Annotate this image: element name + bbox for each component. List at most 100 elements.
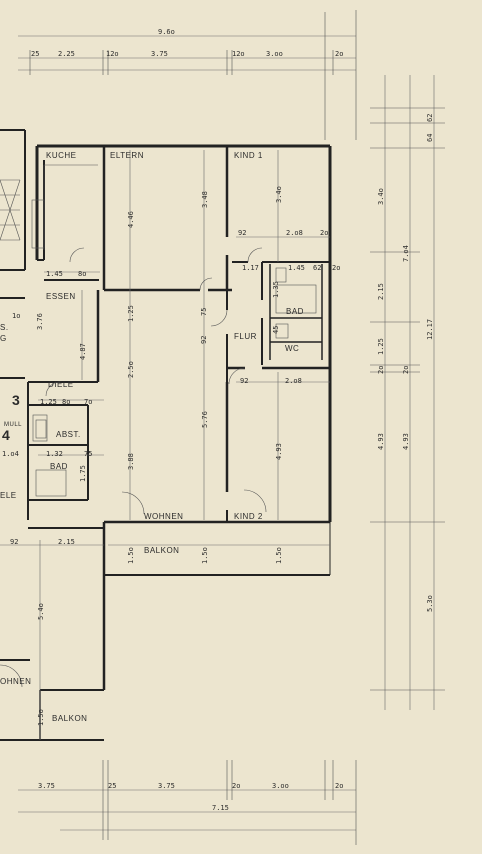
- dim-w8ob: 8o: [62, 398, 70, 406]
- dim-right-h: 2o: [377, 366, 385, 374]
- dim-h92: 92: [200, 336, 208, 344]
- dim-top-total: 9.6o: [158, 28, 175, 36]
- dim-h175: 1.75: [79, 465, 87, 482]
- dim-h15oa: 1.5o: [127, 547, 135, 564]
- dim-w75: 75: [84, 450, 92, 458]
- dim-w2ob: 2o: [332, 264, 340, 272]
- dim-h25o: 2.5o: [127, 361, 135, 378]
- door-swing-wohnen-balkon: [121, 491, 145, 515]
- room-label-balkon: BALKON: [144, 546, 179, 555]
- dim-w1o: 1o: [12, 312, 20, 320]
- door-swing-kind2: [243, 489, 267, 513]
- dim-bottom-1: 3.75: [38, 782, 55, 790]
- room-label-bad-main: BAD: [286, 307, 304, 316]
- dim-top-4: 3.75: [151, 50, 168, 58]
- dim-w8o: 8o: [78, 270, 86, 278]
- door-swing-diele: [45, 381, 61, 397]
- dim-bottom-3: 3.75: [158, 782, 175, 790]
- dim-w215: 2.15: [58, 538, 75, 546]
- dim-w2oa: 2o: [320, 229, 328, 237]
- dim-kueche-h: 4.46: [127, 211, 135, 228]
- room-label-kind2: KIND 2: [234, 512, 263, 521]
- door-swing-flur: [210, 309, 228, 327]
- bottom-dimension-chain: 3.75 25 3.75 2o 3.oo 2o 7.15: [18, 760, 357, 845]
- dim-w92c: 92: [10, 538, 18, 546]
- dim-top-1: 25: [31, 50, 39, 58]
- room-label-muell: MULL: [4, 422, 22, 428]
- dim-right-k: 4.93: [402, 433, 410, 450]
- dim-right-i: 2o: [402, 366, 410, 374]
- dim-right-b: 64: [426, 134, 434, 142]
- dim-h75: 75: [200, 308, 208, 316]
- dim-w62: 62: [313, 264, 321, 272]
- dim-w92b: 92: [240, 377, 248, 385]
- top-dimension-chain: 9.6o 25 2.25 12o 3.75 12o 3.oo 2o: [18, 10, 357, 140]
- right-dimension-chain: 62 64 3.4o 7.o4 2.15 12.17 1.25 2o 2o 4.…: [370, 75, 445, 710]
- room-label-partial-s: S.: [0, 323, 9, 332]
- room-label-kueche: KUCHE: [46, 151, 77, 160]
- room-label-wohnen-left: OHNEN: [0, 677, 31, 686]
- room-label-wc: WC: [285, 344, 299, 353]
- kitchen-counter: [31, 199, 45, 249]
- dim-top-5: 12o: [232, 50, 245, 58]
- dim-h45: 45: [272, 326, 280, 334]
- room-label-abst: ABST.: [56, 430, 81, 439]
- dim-h376: 3.76: [36, 313, 44, 330]
- room-labels: KUCHE ELTERN KIND 1 ESSEN BAD FLUR WC DI…: [0, 151, 304, 723]
- walls: [0, 129, 332, 741]
- door-swing-left-wohnen: [0, 664, 23, 688]
- dim-w145a: 1.45: [288, 264, 305, 272]
- dim-h125a: 1.25: [127, 305, 135, 322]
- dim-w208a: 2.o8: [286, 229, 303, 237]
- dim-h54o: 5.4o: [37, 603, 45, 620]
- dim-w145b: 1.45: [46, 270, 63, 278]
- dim-kind1-h: 3.4o: [275, 186, 283, 203]
- room-label-partial-g: G: [0, 334, 7, 343]
- door-swing-eltern: [199, 277, 213, 291]
- dim-w125: 1.25: [40, 398, 57, 406]
- dim-w117: 1.17: [242, 264, 259, 272]
- dim-w1o4: 1.o4: [2, 450, 19, 458]
- room-label-eltern: ELTERN: [110, 151, 144, 160]
- stair-icon: [0, 179, 21, 241]
- dim-right-l: 5.3o: [426, 595, 434, 612]
- dim-top-2: 2.25: [58, 50, 75, 58]
- dim-right-c: 3.4o: [377, 188, 385, 205]
- washbasin-icon: [35, 419, 47, 439]
- interior-guides: [0, 150, 330, 740]
- dim-right-d: 7.o4: [402, 245, 410, 262]
- dim-right-g: 1.25: [377, 338, 385, 355]
- dim-h388: 3.88: [127, 453, 135, 470]
- dim-h576: 5.76: [201, 411, 209, 428]
- dim-h15oc: 1.5o: [275, 547, 283, 564]
- dim-h15od: 1.5o: [37, 709, 45, 726]
- dim-bottom-6: 2o: [335, 782, 343, 790]
- room-label-wohnen: WOHNEN: [144, 512, 183, 521]
- dim-right-e: 2.15: [377, 283, 385, 300]
- dim-h15ob: 1.5o: [201, 547, 209, 564]
- dim-bottom-2: 25: [108, 782, 116, 790]
- door-swing-kind1: [247, 247, 263, 263]
- left-bathtub-icon: [35, 469, 67, 497]
- dim-bottom-total: 7.15: [212, 804, 229, 812]
- dim-top-3: 12o: [106, 50, 119, 58]
- room-label-balkon-left: BALKON: [52, 714, 87, 723]
- dim-h493: 4.93: [275, 443, 283, 460]
- dim-right-j: 4.93: [377, 433, 385, 450]
- dim-bottom-4: 2o: [232, 782, 240, 790]
- dim-right-f: 12.17: [426, 319, 434, 340]
- mull-bin-icon: [32, 414, 48, 442]
- interior-dimensions: 4.46 3.48 3.4o 92 2.o8 2o 1.17 1.45 62 2…: [2, 186, 340, 726]
- dim-top-6: 3.oo: [266, 50, 283, 58]
- dim-h487: 4.87: [79, 343, 87, 360]
- dim-eltern-h: 3.48: [201, 191, 209, 208]
- toilet-icon: [275, 323, 289, 339]
- room-label-kind1: KIND 1: [234, 151, 263, 160]
- room-label-essen: ESSEN: [46, 292, 76, 301]
- dim-w208b: 2.o8: [285, 377, 302, 385]
- door-swings: [0, 247, 267, 688]
- dim-right-a: 62: [426, 114, 434, 122]
- room-label-bad-left: BAD: [50, 462, 68, 471]
